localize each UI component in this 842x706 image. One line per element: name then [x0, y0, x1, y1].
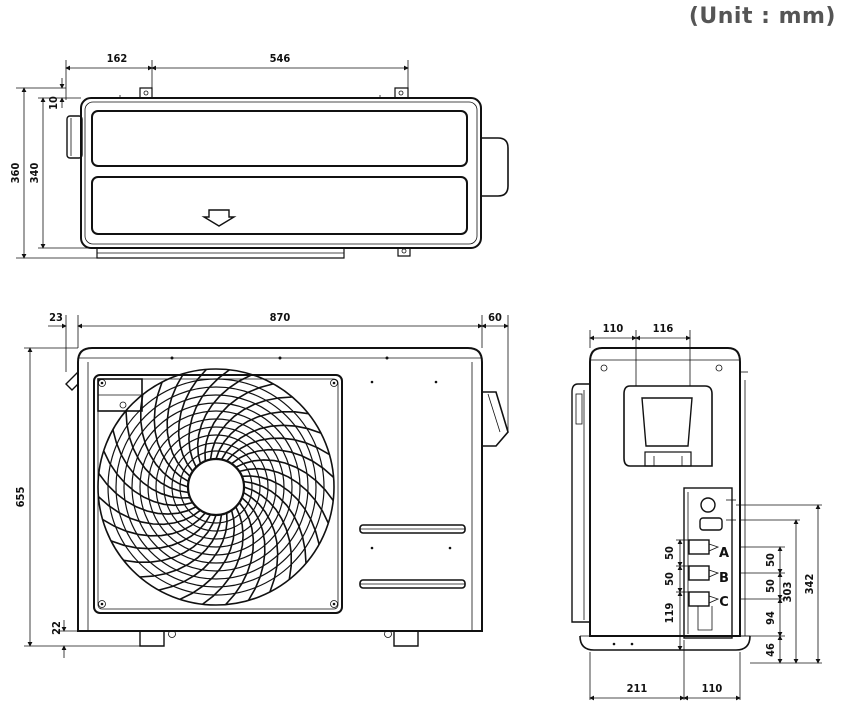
- unit-label: (Unit : mm): [688, 4, 836, 29]
- dim-side-110-bottom: 110: [702, 682, 723, 695]
- dim-side-110-top: 110: [603, 322, 624, 335]
- dim-top-162: 162: [107, 52, 128, 65]
- port-label-c: C: [719, 595, 729, 610]
- dim-side-50-a: 50: [663, 546, 676, 560]
- dim-side-50-b: 50: [663, 572, 676, 586]
- dim-side-342: 342: [803, 574, 816, 595]
- dim-side-119: 119: [663, 603, 676, 624]
- dim-front-870: 870: [270, 311, 291, 324]
- front-view: 23 870 60 655 22: [14, 311, 509, 658]
- dim-front-655: 655: [14, 487, 27, 508]
- dim-side-116: 116: [653, 322, 674, 335]
- dim-side-50-d: 50: [764, 579, 777, 593]
- dim-side-46: 46: [764, 643, 777, 657]
- dim-side-94: 94: [764, 611, 777, 625]
- dim-front-60: 60: [488, 311, 502, 324]
- dim-top-546: 546: [270, 52, 291, 65]
- dim-side-50-c: 50: [764, 553, 777, 567]
- dim-top-340: 340: [28, 163, 41, 184]
- dim-top-10: 10: [47, 96, 60, 110]
- top-view: 162 546 360 340 10: [9, 52, 509, 259]
- dim-side-211: 211: [627, 682, 648, 695]
- dim-front-23: 23: [49, 311, 63, 324]
- dim-front-22: 22: [50, 621, 63, 635]
- port-label-b: B: [719, 571, 729, 586]
- side-view: A B C 110 116 50 50 119 5: [571, 322, 822, 701]
- dim-top-360: 360: [9, 163, 22, 184]
- port-label-a: A: [719, 546, 729, 561]
- dim-side-303: 303: [781, 582, 794, 603]
